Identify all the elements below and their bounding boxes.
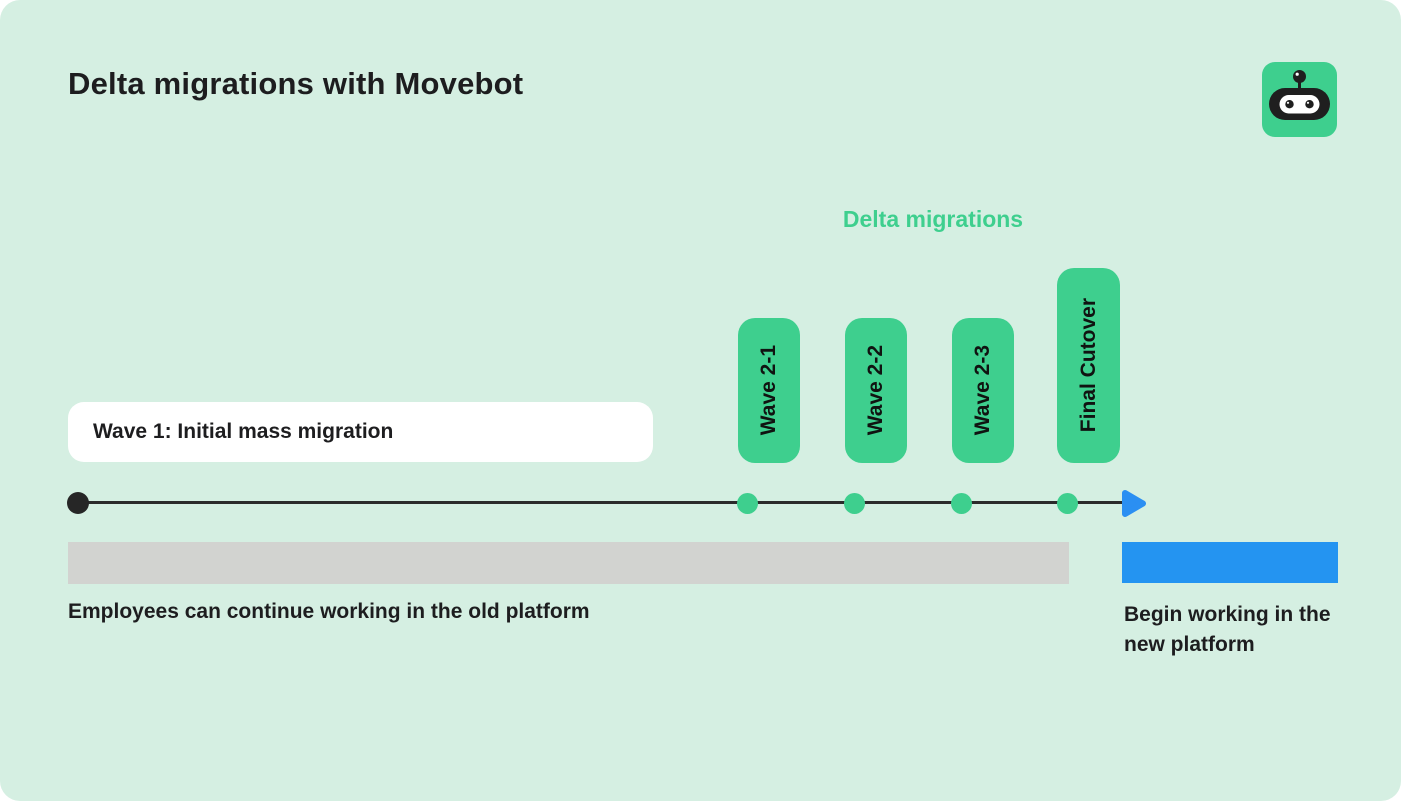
milestone-label: Wave 2-2	[864, 345, 887, 436]
timeline-start-dot	[67, 492, 89, 514]
page-title: Delta migrations with Movebot	[68, 66, 524, 101]
timeline-dot-final-cutover	[1057, 493, 1078, 514]
old-platform-caption: Employees can continue working in the ol…	[68, 600, 590, 623]
timeline-dot-wave-2-2	[844, 493, 865, 514]
wave1-label: Wave 1: Initial mass migration	[93, 420, 394, 443]
movebot-robot-icon	[1262, 62, 1337, 137]
old-platform-bar	[68, 542, 1069, 584]
milestone-wave-2-2: Wave 2-2	[845, 318, 907, 463]
new-platform-caption: Begin working in the new platform	[1124, 603, 1331, 656]
milestone-label: Wave 2-3	[971, 345, 994, 436]
delta-migrations-label: Delta migrations	[842, 206, 1024, 232]
milestone-final-cutover: Final Cutover	[1057, 268, 1120, 463]
milestone-wave-2-1: Wave 2-1	[738, 318, 800, 463]
timeline-dot-wave-2-3	[951, 493, 972, 514]
timeline-axis	[78, 501, 1130, 504]
timeline-arrow-icon	[1121, 489, 1148, 523]
milestone-label: Final Cutover	[1076, 298, 1100, 433]
milestone-label: Wave 2-1	[757, 345, 780, 436]
milestone-wave-2-3: Wave 2-3	[952, 318, 1014, 463]
new-platform-bar	[1122, 542, 1338, 583]
wave1-bar: Wave 1: Initial mass migration	[68, 402, 653, 462]
timeline-dot-wave-2-1	[737, 493, 758, 514]
